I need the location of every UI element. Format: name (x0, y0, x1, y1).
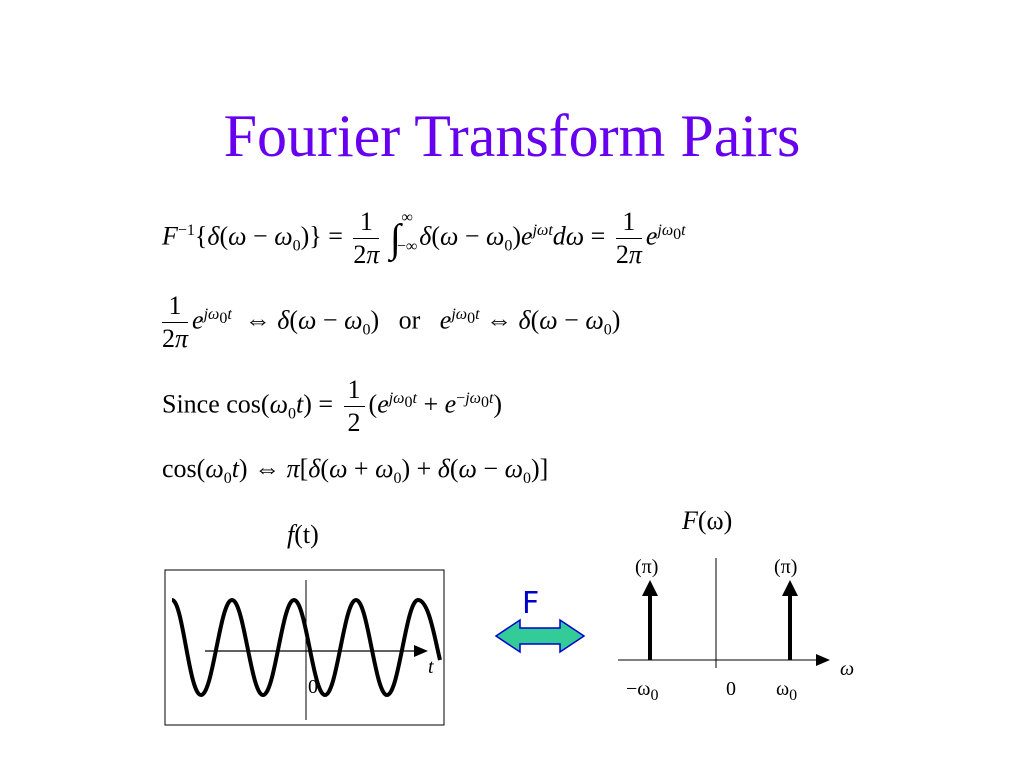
impulse-weight-left: (π) (635, 556, 659, 578)
time-origin-label: 0 (308, 676, 318, 698)
right-plot-label: F(ω) (682, 506, 733, 535)
impulse-left-arrowhead (642, 580, 658, 596)
cosine-wave (170, 597, 442, 698)
equation-cosine-pair: cos(ω0t) ⇔ π[δ(ω + ω0) + δ(ω − ω0)] (162, 454, 549, 488)
time-plot-frame (164, 569, 445, 726)
transform-double-arrow (494, 618, 586, 654)
tick-negative-omega0: −ω0 (626, 678, 659, 704)
equation-connector-or: or (398, 305, 421, 335)
equation-since-label: Since (162, 389, 220, 419)
time-axis-arrowhead (414, 645, 428, 657)
frequency-axis-label: ω (840, 658, 855, 680)
left-plot-label: f(t) (287, 520, 319, 549)
tick-positive-omega0: ω0 (776, 678, 798, 704)
time-axis-label: t (428, 656, 434, 678)
impulse-weight-right: (π) (774, 556, 798, 578)
transform-label: F (522, 586, 540, 621)
tick-zero: 0 (726, 678, 736, 700)
slide-title: Fourier Transform Pairs (223, 103, 801, 169)
impulse-right-arrowhead (782, 580, 798, 596)
frequency-axis-arrowhead (816, 654, 830, 666)
